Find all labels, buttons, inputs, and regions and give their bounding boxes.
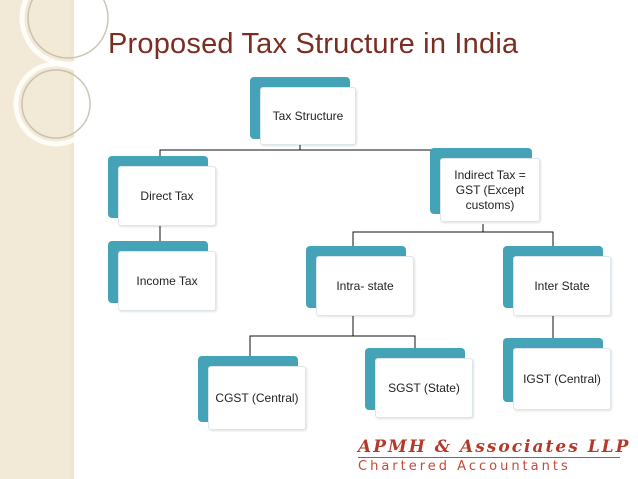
connector-intra-cgst	[249, 312, 354, 357]
page-title: Proposed Tax Structure in India	[108, 28, 519, 60]
node-direct-tax: Direct Tax	[108, 156, 216, 226]
node-label: IGST (Central)	[513, 348, 611, 410]
logo-name: APMH & Associates LLP	[358, 437, 631, 457]
node-label: Income Tax	[118, 251, 216, 311]
logo-tagline: Chartered Accountants	[358, 459, 571, 474]
connector-intra-sgst	[352, 312, 416, 349]
node-igst: IGST (Central)	[503, 338, 611, 410]
node-indirect-tax: Indirect Tax = GST (Except customs)	[430, 148, 540, 222]
node-intra-state: Intra- state	[306, 246, 414, 316]
node-label: Indirect Tax = GST (Except customs)	[440, 158, 540, 222]
node-label: Inter State	[513, 256, 611, 316]
decorative-circles	[13, 0, 117, 147]
node-label: CGST (Central)	[208, 366, 306, 430]
node-label: Tax Structure	[260, 87, 356, 145]
node-cgst: CGST (Central)	[198, 356, 306, 430]
node-label: Intra- state	[316, 256, 414, 316]
node-tax-structure: Tax Structure	[250, 77, 356, 145]
decorative-sidebar	[0, 0, 70, 479]
connector-indirect-intra	[352, 224, 484, 247]
node-label: Direct Tax	[118, 166, 216, 226]
node-income-tax: Income Tax	[108, 241, 216, 311]
node-inter-state: Inter State	[503, 246, 611, 316]
node-label: SGST (State)	[375, 358, 473, 418]
node-sgst: SGST (State)	[365, 348, 473, 418]
logo-divider	[358, 457, 620, 458]
sidebar-edge	[70, 0, 74, 479]
connector-indirect-inter	[482, 224, 554, 247]
